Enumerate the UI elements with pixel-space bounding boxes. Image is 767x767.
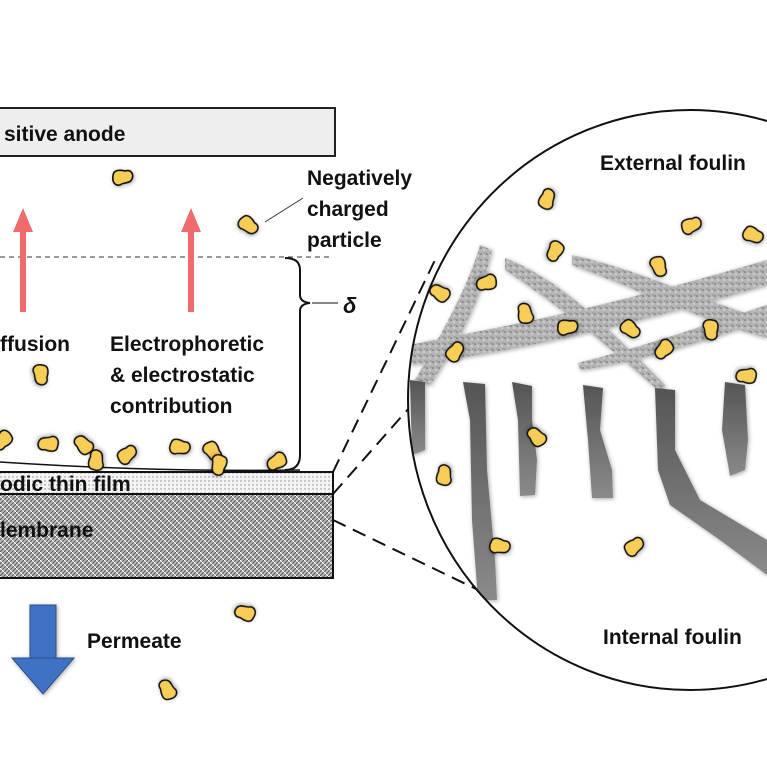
charged-particle — [114, 442, 141, 468]
internal-fouling-label: Internal foulin — [603, 626, 742, 649]
negative-particle-label-2: charged — [307, 198, 389, 221]
delta-brace — [284, 257, 311, 471]
concentration-curve — [0, 461, 301, 472]
charged-particle — [0, 427, 16, 453]
particle-leader — [264, 197, 304, 223]
zoom-line-top — [332, 259, 436, 473]
charged-particle — [156, 676, 179, 702]
electrophoretic-arrow — [181, 208, 201, 312]
electrophoretic-label-1: Electrophoretic — [110, 333, 264, 356]
diffusion-label: ffusion — [0, 333, 70, 356]
charged-particle — [232, 600, 259, 624]
positive-anode — [0, 107, 336, 157]
anode-label: sitive anode — [4, 123, 125, 146]
external-fouling-fibers — [410, 245, 767, 392]
electrophoretic-label-2: & electrostatic — [110, 364, 255, 387]
charged-particle — [167, 436, 193, 459]
negative-particle-label-1: Negatively — [307, 167, 412, 190]
permeate-label: Permeate — [87, 630, 182, 653]
diffusion-arrow — [13, 208, 33, 312]
membrane — [0, 493, 334, 579]
delta-symbol: δ — [343, 293, 357, 318]
charged-particle — [36, 433, 60, 453]
membrane-label: lembrane — [0, 519, 93, 542]
permeate-arrow — [10, 604, 76, 695]
charged-particle — [263, 449, 290, 473]
electrophoretic-label-3: contribution — [110, 395, 232, 418]
external-fouling-label: External foulin — [600, 152, 746, 175]
charged-particle — [235, 212, 261, 239]
internal-pores — [410, 380, 767, 600]
charged-particle — [31, 363, 50, 386]
negative-particle-label-3: particle — [307, 229, 382, 252]
charged-particle — [112, 169, 134, 186]
thin-film-label: odic thin film — [0, 473, 131, 496]
magnified-view-outline — [407, 109, 767, 691]
magnified-content — [410, 245, 767, 600]
